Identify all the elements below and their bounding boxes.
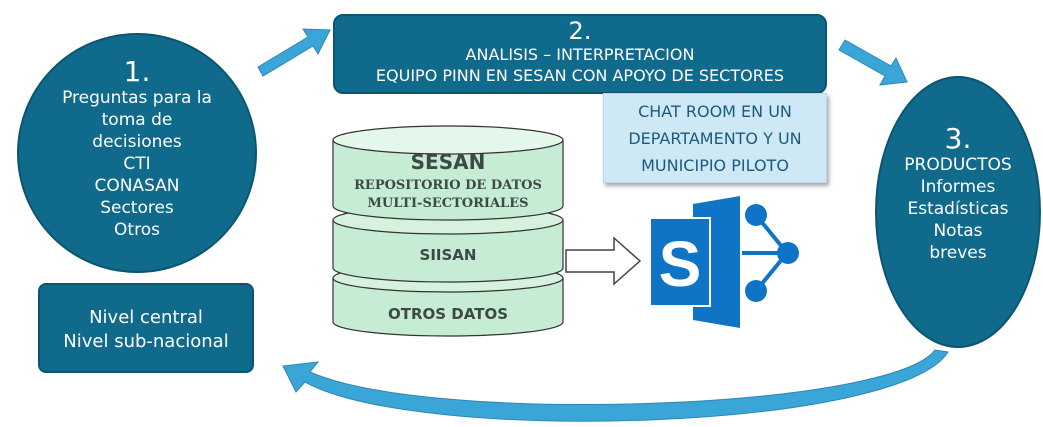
- step3-line-3: Estadísticas: [907, 199, 1009, 219]
- chat-line-1: CHAT ROOM EN UN: [638, 102, 792, 121]
- step1-line-5: CONASAN: [94, 176, 180, 196]
- levels-line-2: Nivel sub-nacional: [63, 331, 229, 352]
- step3-line-4: Notas: [933, 221, 983, 241]
- database-labels: SESAN REPOSITORIO DE DATOS MULTI-SECTORI…: [333, 0, 563, 427]
- step1-line-2: toma de: [101, 110, 173, 130]
- db-siisan: SIISAN: [419, 246, 477, 264]
- step3-line-5: breves: [929, 243, 987, 263]
- db-title: SESAN: [410, 150, 486, 174]
- db-repo-line-1: REPOSITORIO DE DATOS: [354, 178, 542, 193]
- step2-line-2: EQUIPO PINN EN SESAN CON APOYO DE SECTOR…: [375, 66, 785, 85]
- db-otros-datos: OTROS DATOS: [388, 305, 508, 323]
- step2-number: 2.: [568, 17, 592, 45]
- step1-line-4: CTI: [123, 154, 151, 174]
- step1-line-3: decisiones: [92, 132, 182, 152]
- step3-line-1: PRODUCTOS: [904, 155, 1012, 175]
- levels-box: Nivel central Nivel sub-nacional: [38, 283, 254, 373]
- step3-line-2: Informes: [920, 177, 996, 197]
- db-repo-line-2: MULTI-SECTORIALES: [367, 196, 529, 211]
- step1-line-7: Otros: [114, 220, 160, 240]
- arrow-step1-to-step2: [257, 28, 331, 77]
- step2-line-1: ANALISIS – INTERPRETACION: [465, 45, 695, 64]
- database-cylinder-stack: [332, 125, 564, 337]
- step1-line-1: Preguntas para la: [62, 88, 212, 108]
- step1-line-6: Sectores: [100, 198, 174, 218]
- chat-line-2: DEPARTAMENTO Y UN: [628, 129, 802, 148]
- chat-line-3: MUNICIPIO PILOTO: [641, 156, 789, 175]
- step3-number: 3.: [944, 122, 972, 155]
- levels-line-1: Nivel central: [89, 307, 203, 328]
- chat-room-box: CHAT ROOM EN UN DEPARTAMENTO Y UN MUNICI…: [603, 93, 827, 183]
- step1-circle: 1. Preguntas para la toma de decisiones …: [17, 33, 257, 273]
- sharepoint-logo-icon: S: [648, 196, 799, 333]
- arrow-step2-to-step3: [838, 39, 908, 86]
- svg-text:S: S: [659, 228, 702, 300]
- step3-ellipse: 3. PRODUCTOS Informes Estadísticas Notas…: [875, 76, 1041, 348]
- siisan-to-logo-arrow: [565, 236, 642, 286]
- step1-number: 1.: [123, 55, 151, 88]
- return-curved-arrow: [282, 349, 949, 422]
- step2-banner: 2. ANALISIS – INTERPRETACION EQUIPO PINN…: [333, 14, 827, 94]
